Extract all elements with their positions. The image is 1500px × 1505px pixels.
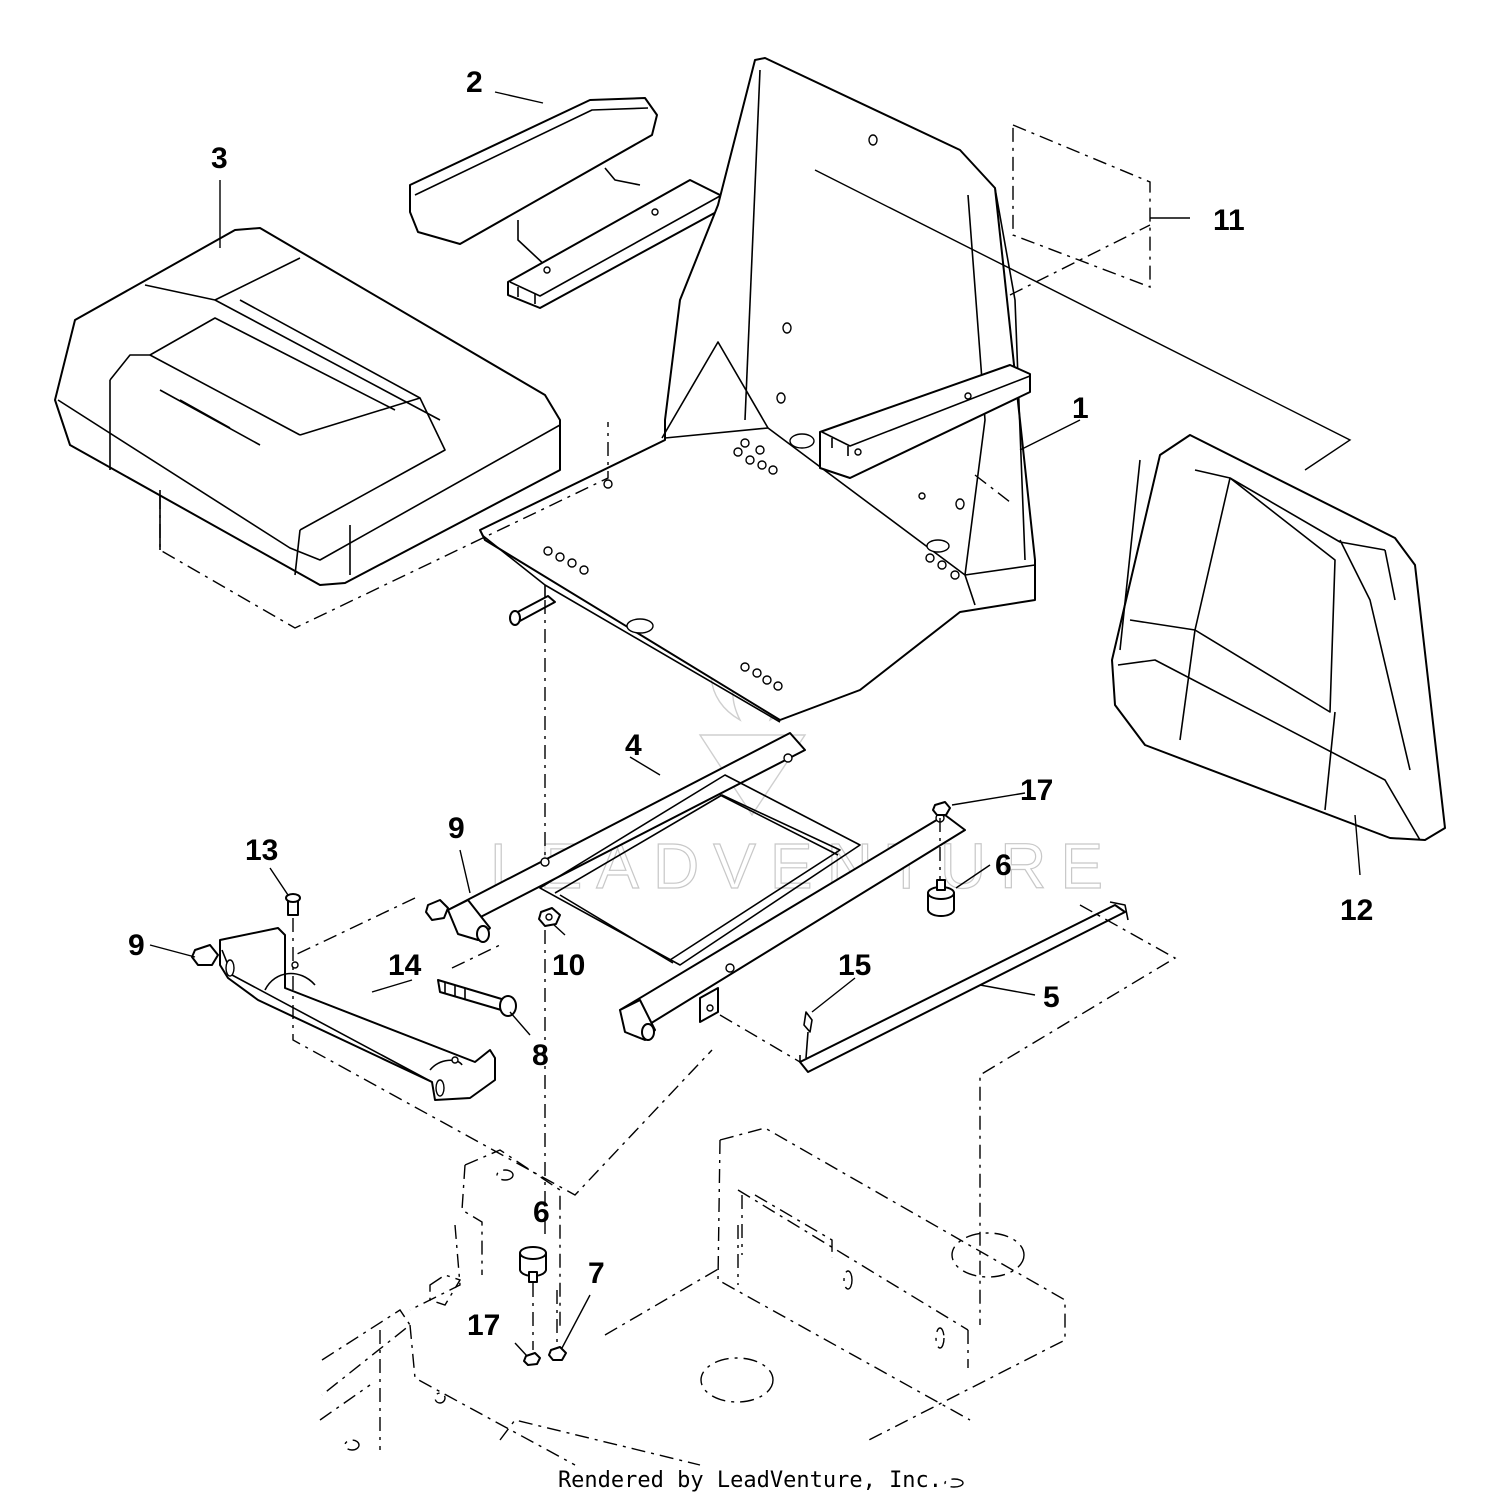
- part-cotter-pin: [803, 1011, 813, 1059]
- part-armrest: [409, 97, 721, 309]
- part-seat-frame: [447, 732, 966, 1041]
- leader-lines: [149, 91, 1361, 1357]
- callout-9-left: 9: [128, 929, 145, 962]
- part-seat-back-cushion: [1111, 434, 1446, 841]
- hardware: [191, 801, 955, 1366]
- footer-credit: Rendered by LeadVenture, Inc.: [557, 1468, 943, 1493]
- part-rod: [799, 901, 1129, 1073]
- callout-3: 3: [211, 142, 228, 175]
- callout-11: 11: [1213, 204, 1245, 237]
- part-hinge-plate: [219, 927, 496, 1101]
- callout-13: 13: [245, 834, 278, 867]
- callout-7: 7: [588, 1257, 605, 1290]
- callout-17-bottom: 17: [467, 1309, 500, 1342]
- callout-6-bottom: 6: [533, 1196, 550, 1229]
- tractor-frame: [319, 1127, 1066, 1488]
- callout-2: 2: [466, 66, 483, 99]
- callout-5: 5: [1043, 981, 1060, 1014]
- callout-1: 1: [1072, 392, 1089, 425]
- callout-14: 14: [388, 949, 422, 982]
- part-seat-cushion: [54, 227, 561, 586]
- callout-9-top: 9: [448, 812, 465, 845]
- callout-8: 8: [532, 1039, 549, 1072]
- callout-17-top: 17: [1020, 774, 1053, 807]
- hidden-lines: [159, 422, 1177, 1350]
- part-decal: [1009, 123, 1151, 296]
- callouts: 2 3 11 1 4 17 9 13 6 12 9 14 10 15 5 8 6…: [128, 66, 1373, 1342]
- part-seat-pan: [479, 57, 1036, 723]
- callout-15: 15: [838, 949, 871, 982]
- callout-10: 10: [552, 949, 585, 982]
- callout-6-top: 6: [995, 849, 1012, 882]
- callout-4: 4: [625, 729, 642, 762]
- part-pivot-pin: [437, 979, 517, 1017]
- callout-12: 12: [1340, 894, 1373, 927]
